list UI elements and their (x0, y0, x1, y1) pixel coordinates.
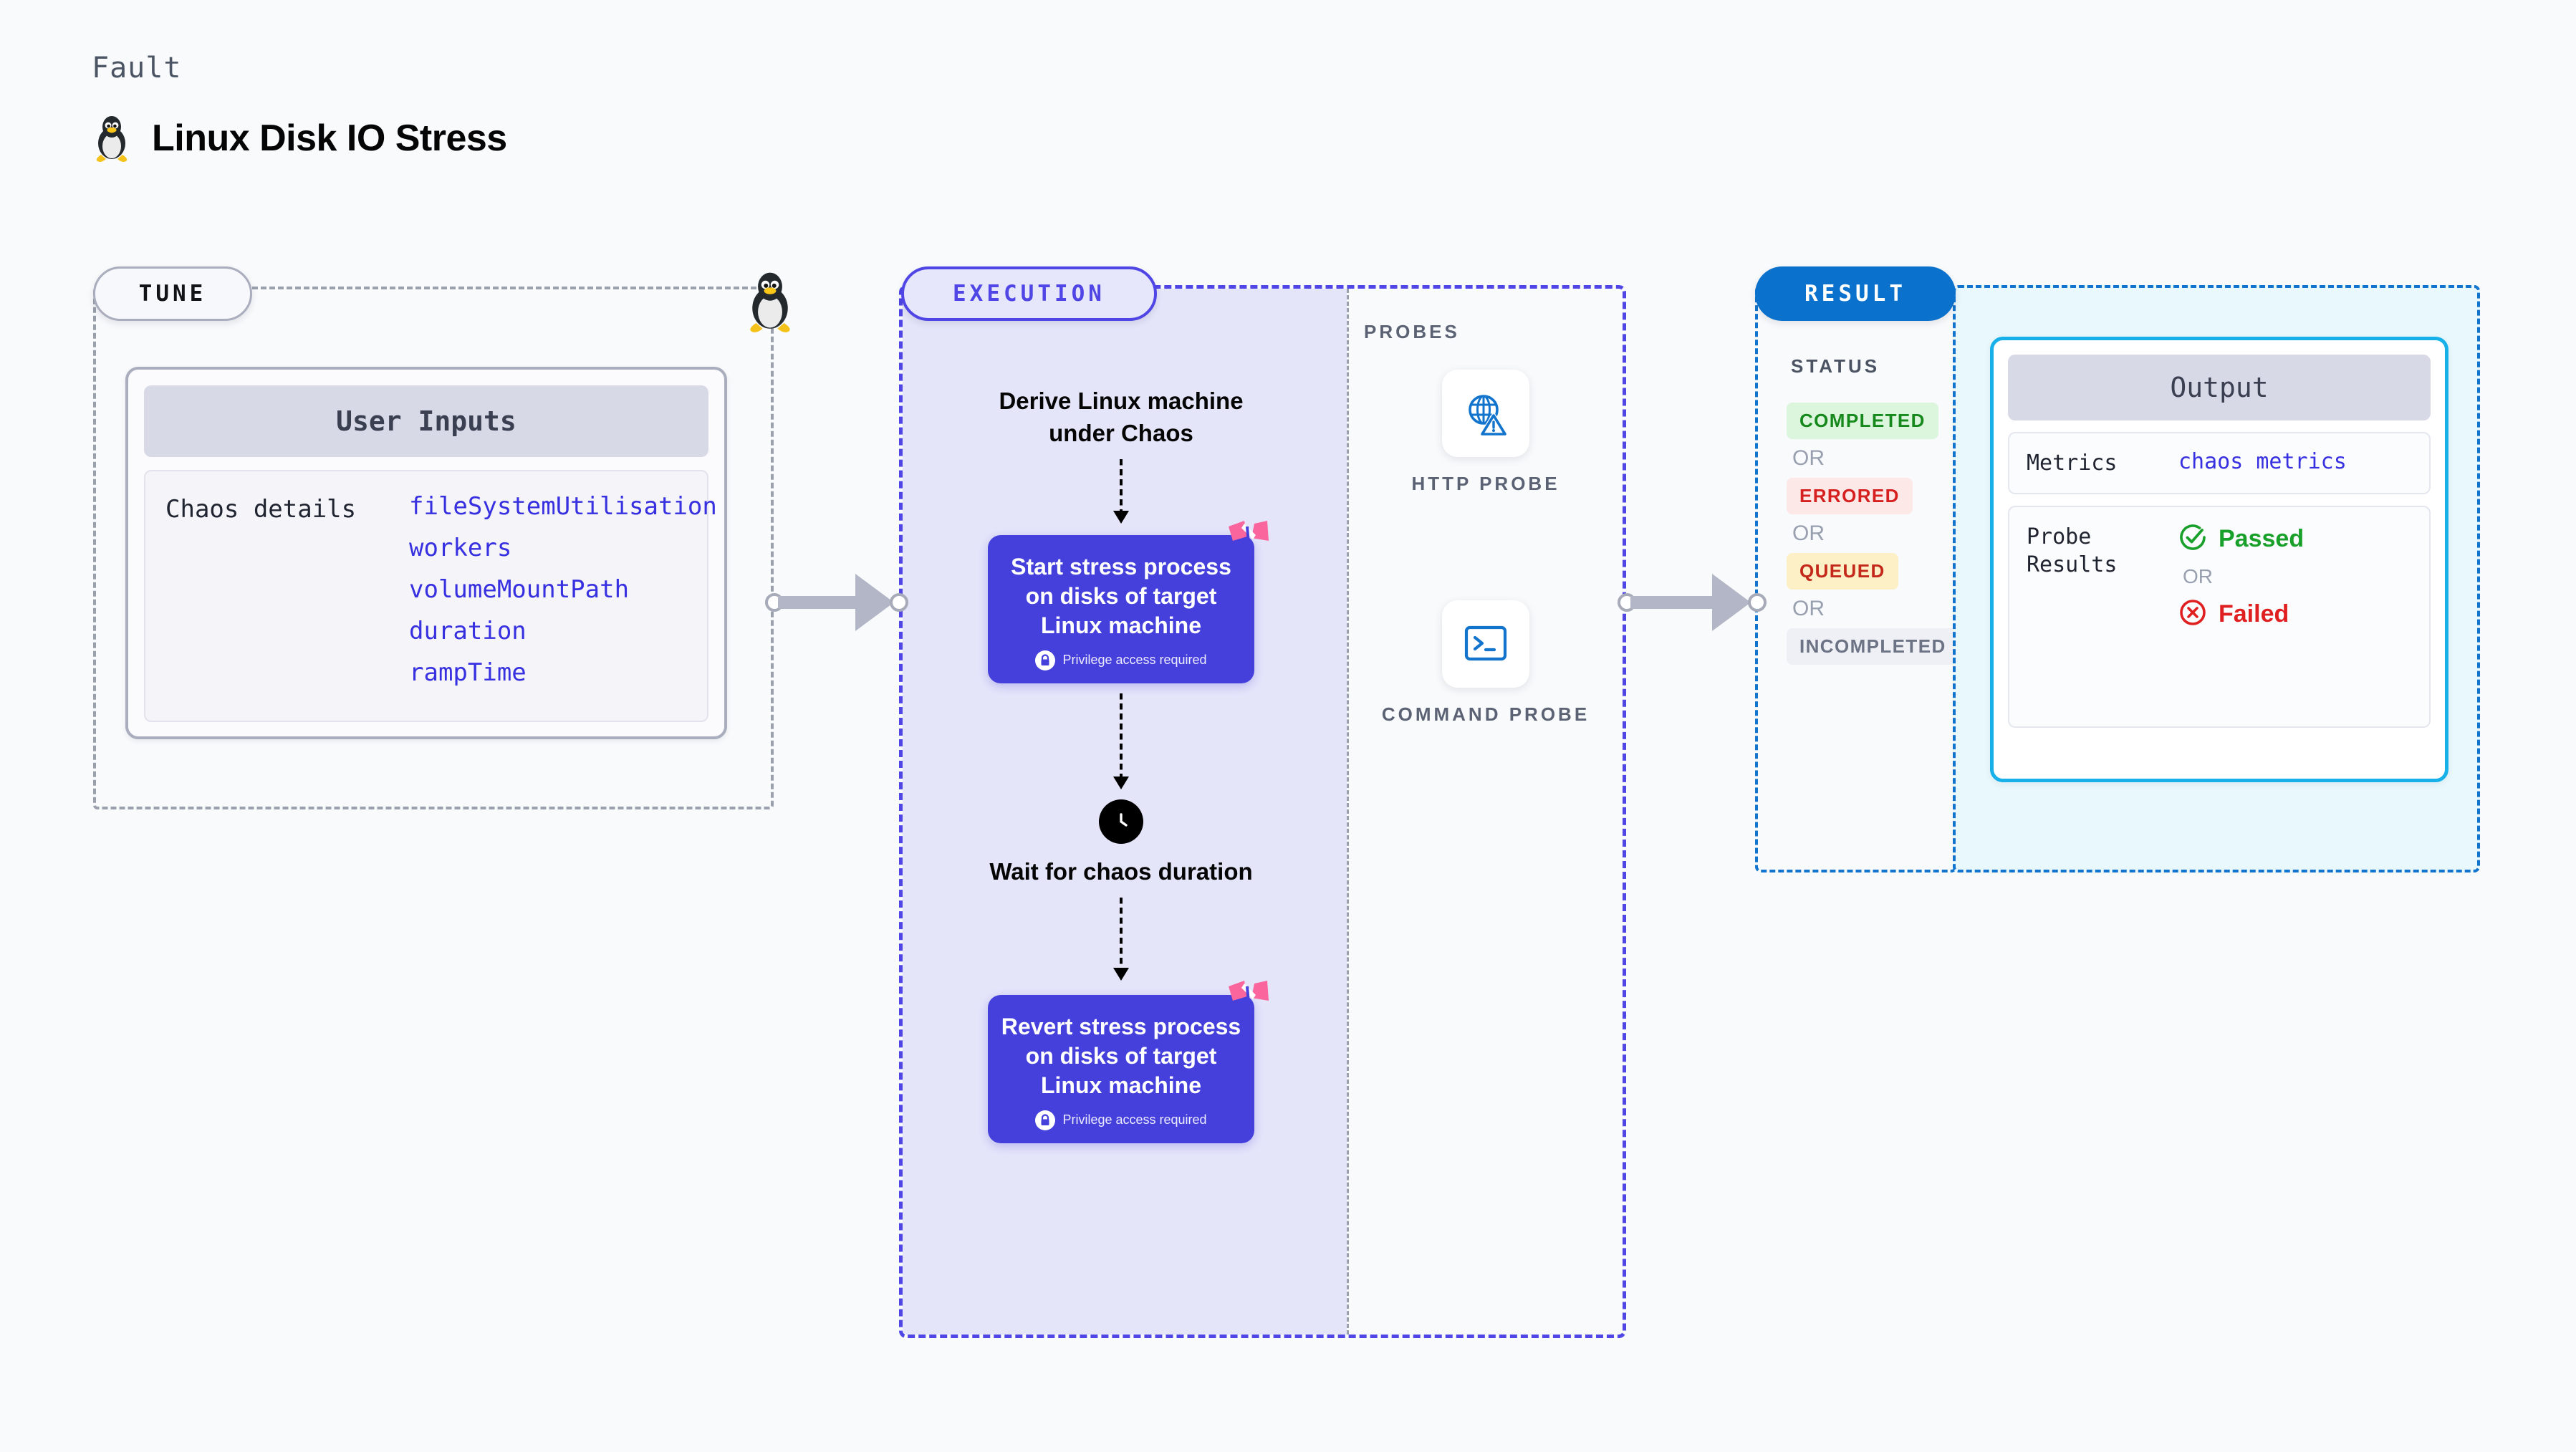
user-inputs-body: Chaos details fileSystemUtilisation work… (144, 470, 717, 722)
probe-results-values: Passed OR Failed (2178, 523, 2304, 630)
execution-step-wait: Wait for chaos duration (989, 857, 1253, 885)
probes-region: PROBES HTTP PROBE (1345, 285, 1626, 1338)
status-badge-completed: COMPLETED (1787, 403, 1938, 439)
flow-arrow-down (1120, 459, 1123, 513)
connector-line (1630, 596, 1726, 609)
linux-tux-icon (742, 271, 798, 332)
probe-result-failed: Failed (2178, 598, 2304, 630)
status-options: COMPLETED OR ERRORED OR QUEUED OR INCOMP… (1787, 403, 1959, 665)
flow-arrow-down (1120, 693, 1123, 778)
user-inputs-card: User Inputs Chaos details fileSystemUtil… (125, 367, 727, 739)
page-title: Linux Disk IO Stress (152, 117, 507, 159)
connector-end-dot (890, 593, 908, 612)
check-circle-icon (2178, 523, 2207, 555)
status-badge-errored: ERRORED (1787, 478, 1913, 514)
execution-step-derive: Derive Linux machine under Chaos (999, 388, 1244, 446)
status-badge-queued: QUEUED (1787, 553, 1898, 590)
connector-line (778, 596, 870, 609)
result-output-panel: Output Metrics chaos metrics Probe Resul… (1953, 285, 2480, 872)
user-inputs-heading: User Inputs (144, 385, 708, 457)
chaos-details-label: Chaos details (165, 495, 357, 524)
result-status-panel: STATUS COMPLETED OR ERRORED OR QUEUED OR… (1755, 285, 1959, 872)
terminal-icon (1442, 600, 1529, 688)
connector-end-dot (1748, 593, 1767, 612)
globe-warning-icon (1442, 370, 1529, 457)
privilege-note-row: Privilege access required (1001, 1110, 1241, 1130)
output-metrics-row: Metrics chaos metrics (2008, 432, 2431, 494)
output-card: Output Metrics chaos metrics Probe Resul… (1990, 337, 2448, 782)
privilege-note-row: Privilege access required (1001, 650, 1241, 670)
action-card-title: Revert stress process on disks of target… (1001, 1013, 1241, 1098)
x-circle-icon (2178, 598, 2207, 630)
page-kicker: Fault (92, 52, 182, 85)
status-or-label: OR (1792, 597, 1825, 620)
probe-command[interactable]: COMMAND PROBE (1345, 600, 1626, 727)
probe-http[interactable]: HTTP PROBE (1345, 370, 1626, 496)
execution-flow: Derive Linux machine under Chaos Start s… (899, 285, 1343, 1338)
connector-arrowhead (1712, 574, 1751, 631)
tune-input-volumemountpath[interactable]: volumeMountPath (409, 575, 630, 604)
tune-region (93, 287, 774, 809)
flow-arrow-down (1120, 897, 1123, 969)
fault-ribbon-icon (1226, 979, 1270, 1016)
passed-label: Passed (2219, 525, 2305, 552)
output-heading: Output (2008, 355, 2431, 420)
chaos-details-values: fileSystemUtilisation workers volumeMoun… (409, 494, 717, 698)
tune-input-duration[interactable]: duration (409, 617, 527, 645)
result-region: STATUS COMPLETED OR ERRORED OR QUEUED OR… (1755, 285, 2480, 872)
result-pill[interactable]: RESULT (1755, 266, 1956, 321)
lock-icon (1035, 1110, 1056, 1130)
tune-input-workers[interactable]: workers (409, 534, 512, 562)
execution-action-revert[interactable]: Revert stress process on disks of target… (988, 980, 1269, 1143)
tune-input-ramptime[interactable]: rampTime (409, 658, 527, 687)
lock-icon (1035, 650, 1056, 670)
linux-tux-icon (92, 115, 132, 162)
page-title-row: Linux Disk IO Stress (92, 115, 507, 162)
status-or-label: OR (1792, 446, 1825, 470)
probes-divider (1347, 289, 1349, 1335)
action-card-title: Start stress process on disks of target … (1011, 554, 1231, 638)
metrics-label: Metrics (2027, 451, 2118, 476)
status-label: STATUS (1791, 355, 1880, 377)
probe-result-passed: Passed (2178, 523, 2304, 555)
status-or-label: OR (1792, 521, 1825, 545)
probe-result-or: OR (2183, 565, 2213, 587)
connector-execution-to-result (1618, 573, 1769, 632)
connector-arrowhead (855, 574, 894, 631)
status-badge-incompleted: INCOMPLETED (1787, 628, 1959, 665)
probe-results-label: Probe Results (2027, 524, 2118, 577)
connector-tune-to-execution (765, 573, 908, 632)
failed-label: Failed (2219, 600, 2289, 628)
metrics-value[interactable]: chaos metrics (2178, 449, 2347, 474)
output-probe-results-row: Probe Results Passed OR (2008, 506, 2431, 728)
probe-http-caption: HTTP PROBE (1411, 473, 1560, 494)
fault-ribbon-icon (1226, 519, 1270, 557)
probes-label: PROBES (1364, 321, 1460, 342)
tune-input-filesystemutilisation[interactable]: fileSystemUtilisation (409, 492, 717, 521)
clock-icon (1099, 799, 1143, 844)
execution-action-start[interactable]: Start stress process on disks of target … (988, 521, 1269, 683)
privilege-note-text: Privilege access required (1062, 653, 1207, 668)
probe-command-caption: COMMAND PROBE (1381, 703, 1590, 725)
tune-pill[interactable]: TUNE (93, 266, 252, 321)
execution-pill[interactable]: EXECUTION (901, 266, 1157, 321)
privilege-note-text: Privilege access required (1062, 1112, 1207, 1128)
